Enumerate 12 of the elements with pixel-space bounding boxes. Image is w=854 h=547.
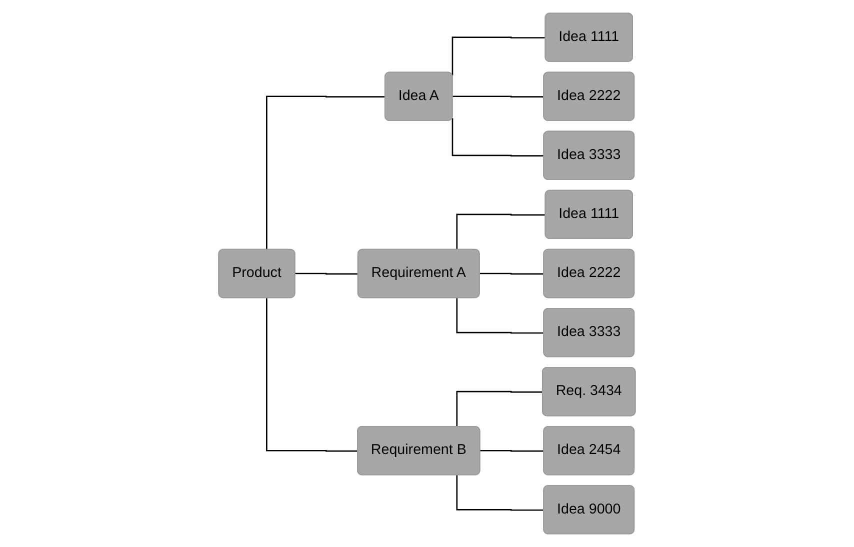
connector <box>456 298 544 334</box>
connector <box>456 214 546 250</box>
connector <box>456 475 544 511</box>
connector <box>266 96 386 250</box>
connector <box>452 96 544 98</box>
connector <box>480 450 544 452</box>
connector <box>266 298 358 452</box>
connector <box>456 390 543 427</box>
connector <box>294 272 358 275</box>
connector <box>452 118 544 157</box>
connector <box>479 272 544 275</box>
connector <box>452 36 546 76</box>
